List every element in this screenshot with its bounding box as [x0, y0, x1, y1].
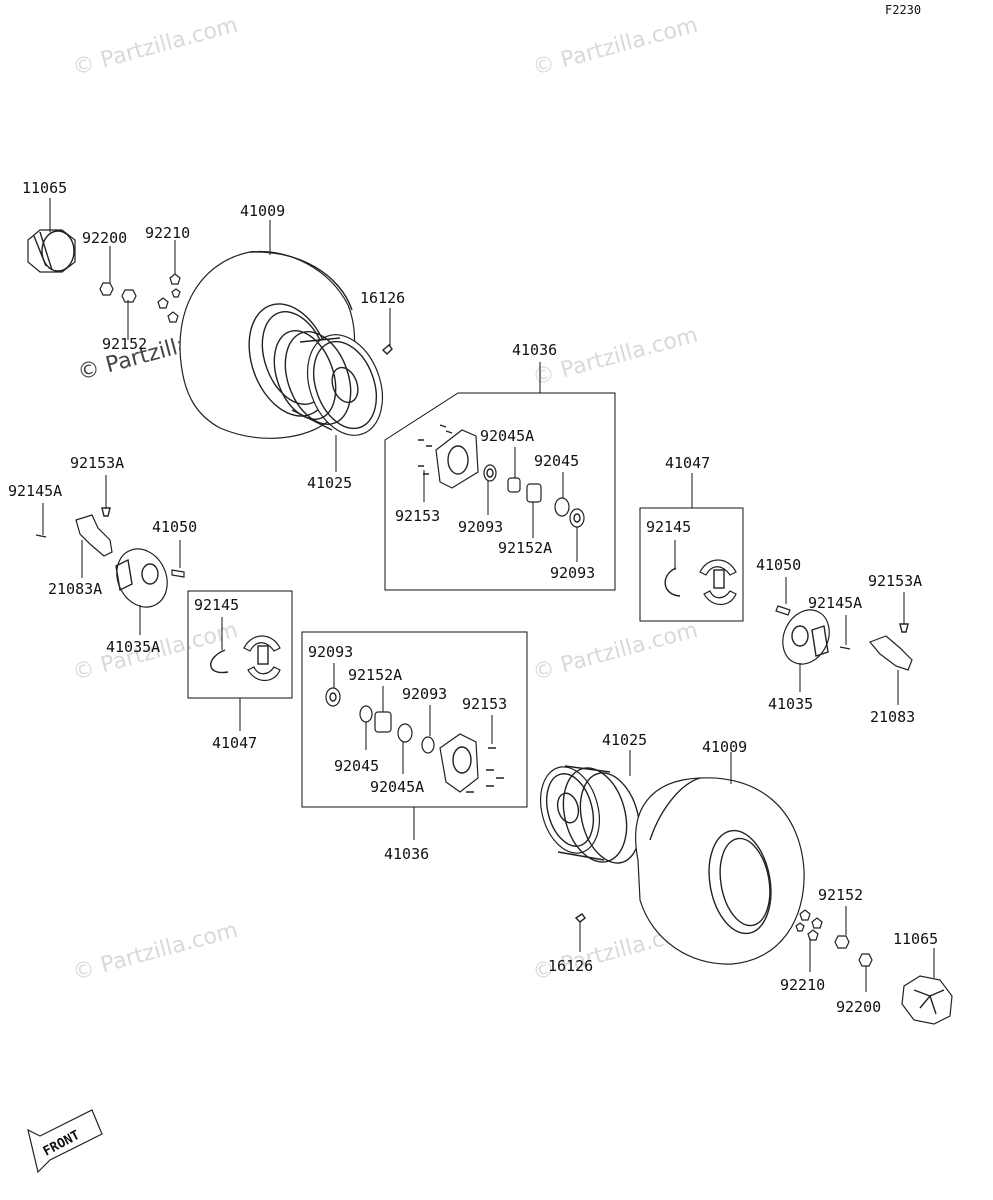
- label-16126-bottom: 16126: [548, 957, 593, 975]
- label-92045A-top: 92045A: [480, 427, 534, 445]
- label-92093-top1: 92093: [458, 518, 503, 536]
- label-92145A-right: 92145A: [808, 594, 862, 612]
- brake-panel-left: [115, 548, 185, 608]
- label-92153A-right: 92153A: [868, 572, 922, 590]
- label-41036-bottom: 41036: [384, 845, 429, 863]
- label-92200-top: 92200: [82, 229, 127, 247]
- label-41047-left: 41047: [212, 734, 257, 752]
- watermark: © Partzilla.com: [70, 918, 240, 986]
- watermark: © Partzilla.com: [530, 13, 700, 81]
- nuts-top: [99, 273, 181, 323]
- hub-bottom: [325, 687, 504, 793]
- label-41047-right: 41047: [665, 454, 710, 472]
- label-92093-bot1: 92093: [308, 643, 353, 661]
- label-41035: 41035: [768, 695, 813, 713]
- brake-shoe-right: [664, 559, 737, 606]
- hub-cap-bottom: [901, 975, 953, 1025]
- front-arrow: FRONT: [27, 1109, 103, 1174]
- label-92145A-left: 92145A: [8, 482, 62, 500]
- label-41009-top: 41009: [240, 202, 285, 220]
- pin-left: [35, 534, 47, 538]
- wheel-rim-top: [273, 330, 383, 436]
- wheel-rim-bottom: [540, 765, 641, 864]
- label-11065-bottom: 11065: [893, 930, 938, 948]
- nuts-bottom: [795, 909, 873, 967]
- tire-bottom: [635, 777, 805, 965]
- pin-right: [839, 646, 851, 650]
- brake-shoe-left: [210, 635, 281, 682]
- label-11065-top: 11065: [22, 179, 67, 197]
- label-41025-top: 41025: [307, 474, 352, 492]
- hub-cap-top: [27, 229, 76, 273]
- label-41036-top: 41036: [512, 341, 557, 359]
- label-92152-bottom: 92152: [818, 886, 863, 904]
- label-41009-bottom: 41009: [702, 738, 747, 756]
- label-92093-top2: 92093: [550, 564, 595, 582]
- label-92153A-left: 92153A: [70, 454, 124, 472]
- label-92210-top: 92210: [145, 224, 190, 242]
- brake-panel-right: [782, 609, 830, 665]
- label-92152A-top: 92152A: [498, 539, 552, 557]
- label-92045-top: 92045: [534, 452, 579, 470]
- label-92200-bottom: 92200: [836, 998, 881, 1016]
- label-41035A: 41035A: [106, 638, 160, 656]
- label-21083: 21083: [870, 708, 915, 726]
- label-92145-right: 92145: [646, 518, 691, 536]
- label-92210-bottom: 92210: [780, 976, 825, 994]
- brake-arm-left: [75, 514, 113, 557]
- label-92145-left: 92145: [194, 596, 239, 614]
- valve-top: [381, 343, 393, 355]
- label-92045-bottom: 92045: [334, 757, 379, 775]
- label-41050-right: 41050: [756, 556, 801, 574]
- brake-arm-right: [868, 635, 913, 671]
- watermark: © Partzilla.com: [530, 618, 700, 686]
- hub-kit-box-top: [384, 392, 616, 591]
- diagram-code: F2230: [885, 3, 921, 17]
- label-92152A-bottom: 92152A: [348, 666, 402, 684]
- label-92045A-bottom: 92045A: [370, 778, 424, 796]
- label-92153-bottom: 92153: [462, 695, 507, 713]
- label-92093-bot2: 92093: [402, 685, 447, 703]
- label-21083A: 21083A: [48, 580, 102, 598]
- label-41050-left: 41050: [152, 518, 197, 536]
- valve-bottom: [574, 913, 586, 923]
- bolt-right: [899, 623, 909, 633]
- label-41025-bottom: 41025: [602, 731, 647, 749]
- label-16126-top: 16126: [360, 289, 405, 307]
- watermark: © Partzilla.com: [70, 13, 240, 81]
- label-92152-top: 92152: [102, 335, 147, 353]
- label-92153-top: 92153: [395, 507, 440, 525]
- bolt-left: [101, 507, 111, 517]
- cam-right: [775, 605, 791, 616]
